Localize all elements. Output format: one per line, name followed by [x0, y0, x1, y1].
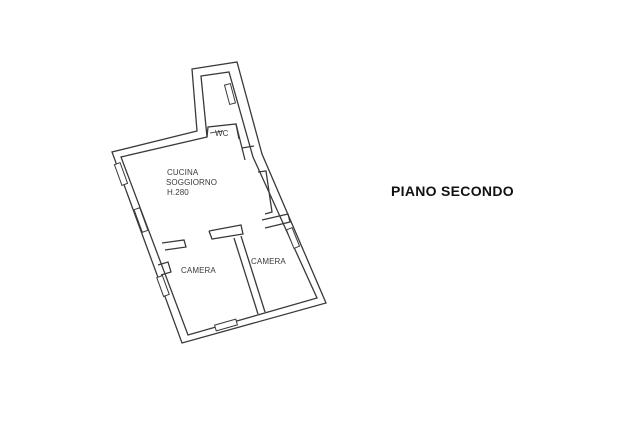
living-bedroom-wall-left: [161, 239, 187, 251]
left-bedroom-stub: [157, 261, 172, 276]
wc-label: WC: [215, 129, 229, 138]
living-bedroom-wall-center: [208, 224, 244, 240]
window-bottom: [213, 318, 239, 332]
bedroom-right-label: CAMERA: [251, 257, 286, 266]
window-right-1: [285, 226, 301, 250]
outer-wall-inner: [120, 71, 318, 336]
window-tower: [223, 82, 237, 106]
window-left-1: [113, 161, 129, 187]
living-bedroom-wall-right: [261, 213, 291, 229]
wc-partition: [209, 130, 224, 134]
outer-wall-outer: [111, 61, 327, 344]
wc-door-jamb: [235, 123, 246, 161]
window-left-2: [133, 207, 149, 233]
living-label-line2: SOGGIORNO: [166, 178, 217, 187]
living-height-label: H.280: [167, 188, 189, 197]
living-right-partition: [257, 170, 273, 215]
bedroom-divider-wall-2: [240, 235, 266, 313]
floor-title: PIANO SECONDO: [391, 183, 514, 199]
bedroom-left-label: CAMERA: [181, 266, 216, 275]
window-left-3: [156, 274, 170, 298]
corridor-partition: [241, 145, 255, 149]
living-label-line1: CUCINA: [167, 168, 199, 177]
bedroom-divider-wall: [233, 237, 259, 315]
